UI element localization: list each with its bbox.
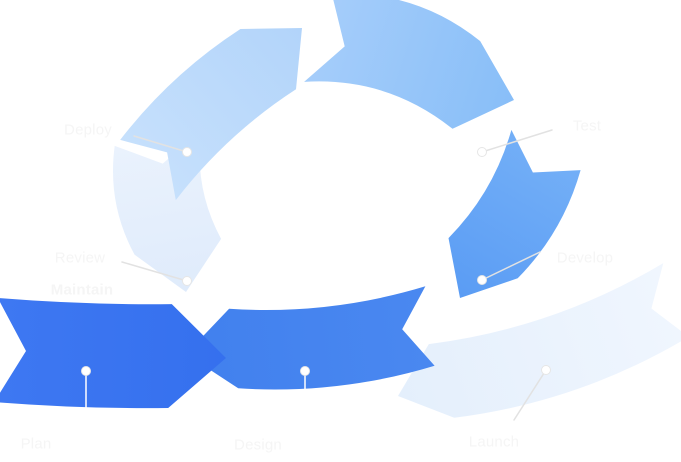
dot-review [182, 276, 192, 286]
arrow-plan-segment [0, 298, 226, 409]
leader-line-develop [481, 251, 541, 281]
arrow-layer [0, 0, 681, 418]
dot-layer [81, 147, 551, 376]
arrow-launch-segment [398, 263, 681, 418]
leader-line-launch [513, 369, 547, 421]
dot-develop [477, 275, 487, 285]
arrow-design-segment [186, 286, 435, 390]
arrow-test-segment [304, 0, 514, 129]
dot-plan [81, 366, 91, 376]
dot-design [300, 366, 310, 376]
leader-line-layer [85, 129, 553, 421]
dot-launch [541, 365, 551, 375]
arrow-develop-segment [448, 129, 581, 298]
leader-line-test [481, 129, 553, 153]
dot-deploy [182, 147, 192, 157]
leader-line-review [121, 261, 188, 282]
dot-test [477, 147, 487, 157]
arrow-deploy-segment [120, 28, 302, 201]
leader-line-deploy [133, 135, 188, 153]
